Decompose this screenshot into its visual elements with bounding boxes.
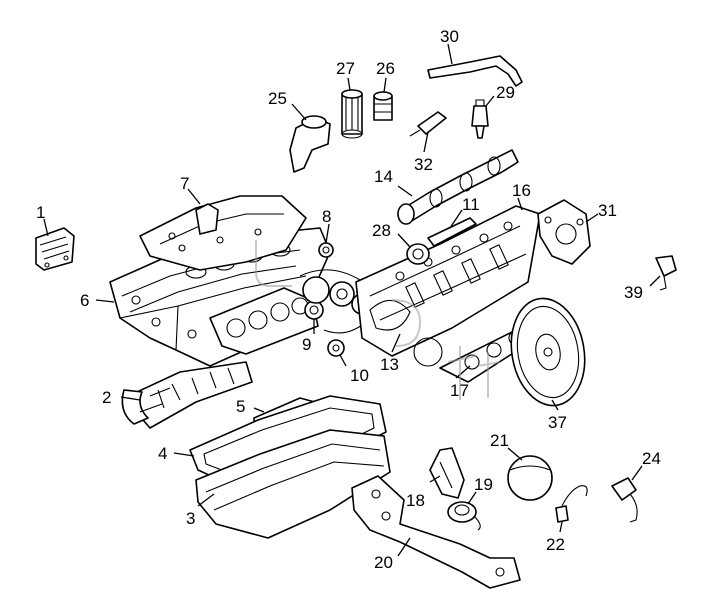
label-1: 1 [36,203,45,222]
part-30-dipstick-tube [427,43,523,87]
label-31: 31 [598,201,617,220]
part-22-sensor-lead [555,485,588,533]
label-32: 32 [414,155,433,174]
label-21: 21 [490,431,509,450]
label-22: 22 [546,535,565,554]
part-10-pulley [327,339,347,367]
part-20-crossmember [351,475,521,589]
label-4: 4 [158,444,167,463]
label-25: 25 [268,89,287,108]
part-1-sensor-box [35,218,75,271]
label-30: 30 [440,27,459,46]
label-9: 9 [302,335,311,354]
label-7: 7 [180,174,189,193]
label-6: 6 [80,291,89,310]
part-13-seals [369,299,443,367]
part-18-mount-bracket [429,447,465,499]
part-21-sphere [507,447,553,501]
part-11-cam-cover [427,209,477,247]
part-39-sensor [649,255,677,291]
part-37-flywheel [510,297,586,411]
part-29-spark-plug [471,95,495,139]
part-7-intake-plenum [139,188,307,271]
part-8-tensioner [318,223,334,258]
part-24-sensor-lead [611,465,643,523]
label-17: 17 [450,381,469,400]
label-27: 27 [336,59,355,78]
label-8: 8 [322,207,331,226]
part-19-bushing [447,491,481,531]
label-24: 24 [642,449,661,468]
part-2-crankshaft [120,361,253,429]
callout-labels: 1 2 3 4 5 6 7 8 9 10 11 13 14 16 17 18 1… [36,27,661,572]
label-11: 11 [462,195,480,214]
label-20: 20 [374,553,393,572]
watermark [255,240,501,400]
part-31-timing-cover [537,199,599,265]
part-14-camshaft [397,149,519,225]
part-27-oil-filter [341,77,363,139]
label-26: 26 [376,59,395,78]
part-9-pulley [304,300,324,334]
part-32-sensor [409,111,447,153]
label-28: 28 [372,221,391,240]
label-29: 29 [496,83,515,102]
label-19: 19 [474,475,493,494]
label-18: 18 [406,491,425,510]
part-26-filter-element [373,77,393,121]
label-2: 2 [102,388,111,407]
part-28-cam-seal [397,233,430,265]
label-37: 37 [548,413,567,432]
label-3: 3 [186,509,195,528]
part-16-cylinder-head [355,197,541,357]
label-5: 5 [236,397,245,416]
label-13: 13 [380,355,399,374]
part-25-oil-filter-housing [289,103,331,173]
label-39: 39 [624,283,643,302]
label-14: 14 [374,167,393,186]
label-16: 16 [512,181,531,200]
label-10: 10 [350,366,369,385]
